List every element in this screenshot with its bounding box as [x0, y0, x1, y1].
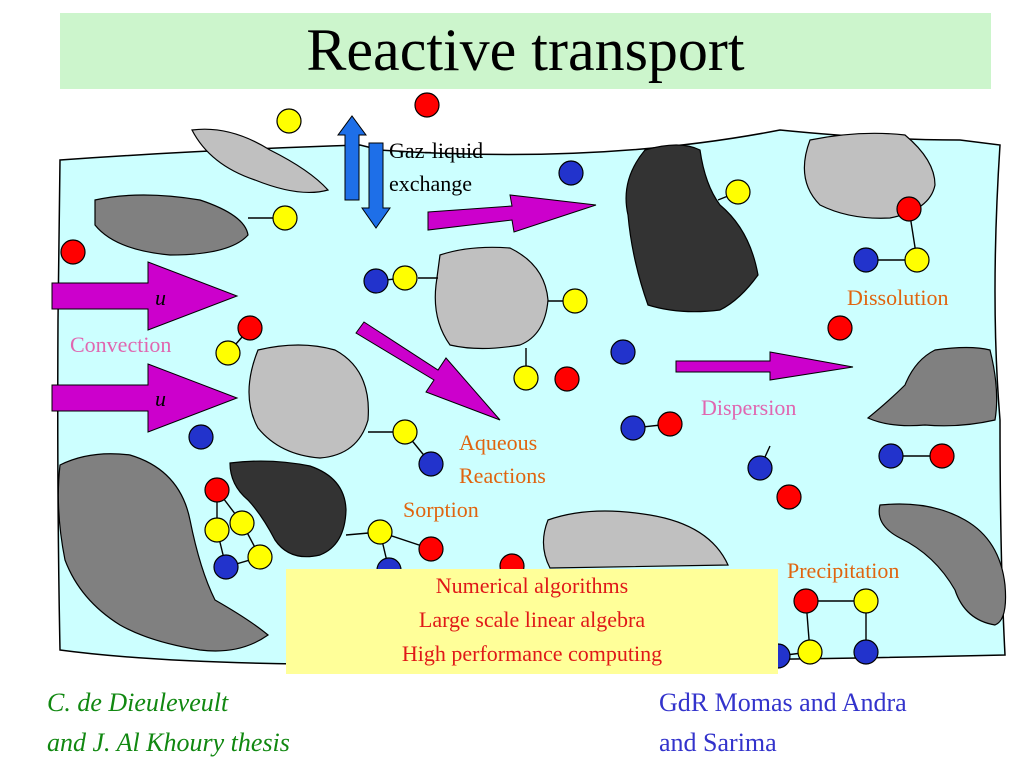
- aqueous-label: Aqueous: [459, 430, 538, 455]
- red-atoms: [60, 92, 955, 614]
- convection-label: Convection: [70, 332, 172, 357]
- box-line: Large scale linear algebra: [418, 607, 646, 632]
- sorption-label: Sorption: [403, 497, 479, 522]
- grain-mid: [878, 503, 1007, 626]
- credit-line: C. de Dieuleveult: [47, 688, 229, 717]
- grain-dark: [625, 144, 759, 313]
- box-line: High performance computing: [401, 641, 663, 666]
- velocity-u-label: u: [155, 285, 166, 310]
- dispersion-arrow: [675, 351, 854, 381]
- blue-atoms: [188, 160, 904, 669]
- dissolution-label: Dissolution: [847, 285, 949, 310]
- grain-light: [248, 344, 369, 459]
- grain-dark: [229, 460, 347, 558]
- numerical-methods-box: Numerical algorithms Large scale linear …: [286, 569, 778, 674]
- grain-light: [191, 128, 330, 194]
- convection-arrow: [51, 261, 239, 331]
- gas-exchange-down-arrow: [361, 142, 391, 229]
- velocity-u-label: u: [155, 386, 166, 411]
- convection-arrow: [51, 363, 239, 433]
- grain-light: [803, 132, 936, 219]
- gaz-liquid-label: Gaz-liquid: [389, 138, 484, 163]
- reactions-label: Reactions: [459, 463, 546, 488]
- yellow-atoms: [204, 108, 930, 665]
- credit-line: and Sarima: [659, 728, 777, 758]
- credit-line: and J. Al Khoury thesis: [47, 728, 290, 758]
- grain-light: [434, 246, 549, 350]
- grain-light: [542, 510, 729, 569]
- grain-mid: [866, 346, 998, 427]
- flow-arrow: [355, 321, 501, 421]
- title-bar: Reactive transport: [60, 13, 991, 89]
- credit-thesis: C. de Dieuleveult and J. Al Khoury thesi…: [47, 683, 290, 764]
- dispersion-label: Dispersion: [701, 395, 797, 420]
- grain-mid: [57, 453, 269, 652]
- gas-exchange-up-arrow: [337, 115, 367, 201]
- exchange-label: exchange: [389, 171, 473, 196]
- credit-line: GdR Momas and Andra: [659, 688, 907, 717]
- grain-mid: [94, 194, 249, 256]
- box-line: Numerical algorithms: [435, 573, 629, 598]
- page-title: Reactive transport: [306, 17, 745, 83]
- flow-arrow: [427, 194, 597, 233]
- precipitation-label: Precipitation: [787, 558, 900, 583]
- credit-partners: GdR Momas and Andra and Sarima: [659, 683, 907, 764]
